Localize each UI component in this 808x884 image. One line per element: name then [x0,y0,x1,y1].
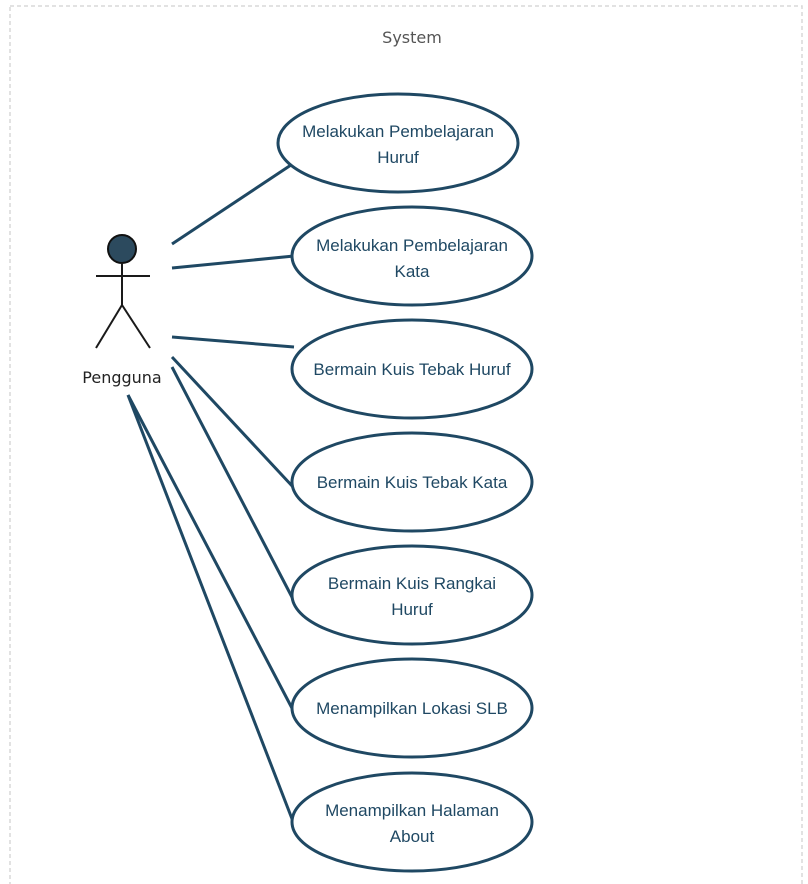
associations [126,161,296,825]
use-case-label: Menampilkan Halaman [325,801,499,820]
actor-pengguna: Pengguna [82,234,162,387]
system-title: System [382,28,442,47]
association-uc3 [171,335,295,349]
use-case-uc4[interactable]: Bermain Kuis Tebak Kata [290,431,534,533]
use-case-uc5[interactable]: Bermain Kuis Rangkai Huruf [290,544,534,646]
actor-label: Pengguna [82,368,161,387]
association-uc2 [171,254,295,270]
use-case-ellipse [290,544,534,646]
use-case-label: Kata [395,262,431,281]
use-case-label: Menampilkan Lokasi SLB [316,699,508,718]
use-case-ellipse [290,205,534,307]
use-case-ellipse [290,431,534,533]
use-case-uc6[interactable]: Menampilkan Lokasi SLB [290,657,534,759]
association-uc7 [126,394,296,825]
use-case-ellipse [290,771,534,873]
use-case-label: Melakukan Pembelajaran [316,236,508,255]
use-case-label: Bermain Kuis Tebak Kata [317,473,508,492]
use-case-ellipse [290,657,534,759]
use-case-uc1[interactable]: Melakukan Pembelajaran Huruf [276,92,520,194]
use-case-label: About [390,827,435,846]
actor-right-leg [121,304,151,349]
use-case-label: Melakukan Pembelajaran [302,122,494,141]
use-case-label: Huruf [391,600,433,619]
use-case-uc3[interactable]: Bermain Kuis Tebak Huruf [290,318,534,420]
use-case-label: Bermain Kuis Tebak Huruf [313,360,510,379]
actor-left-leg [95,304,123,349]
association-uc5 [170,366,296,602]
system-boundary [9,5,803,884]
association-uc1 [171,161,295,246]
actor-head [107,234,137,264]
association-uc4 [170,355,296,490]
use-case-ellipse [276,92,520,194]
use-case-uc2[interactable]: Melakukan Pembelajaran Kata [290,205,534,307]
use-case-uc7[interactable]: Menampilkan Halaman About [290,771,534,873]
association-uc6 [126,394,296,713]
use-case-label: Huruf [377,148,419,167]
use-case-label: Bermain Kuis Rangkai [328,574,496,593]
use-case-ellipse [290,318,534,420]
